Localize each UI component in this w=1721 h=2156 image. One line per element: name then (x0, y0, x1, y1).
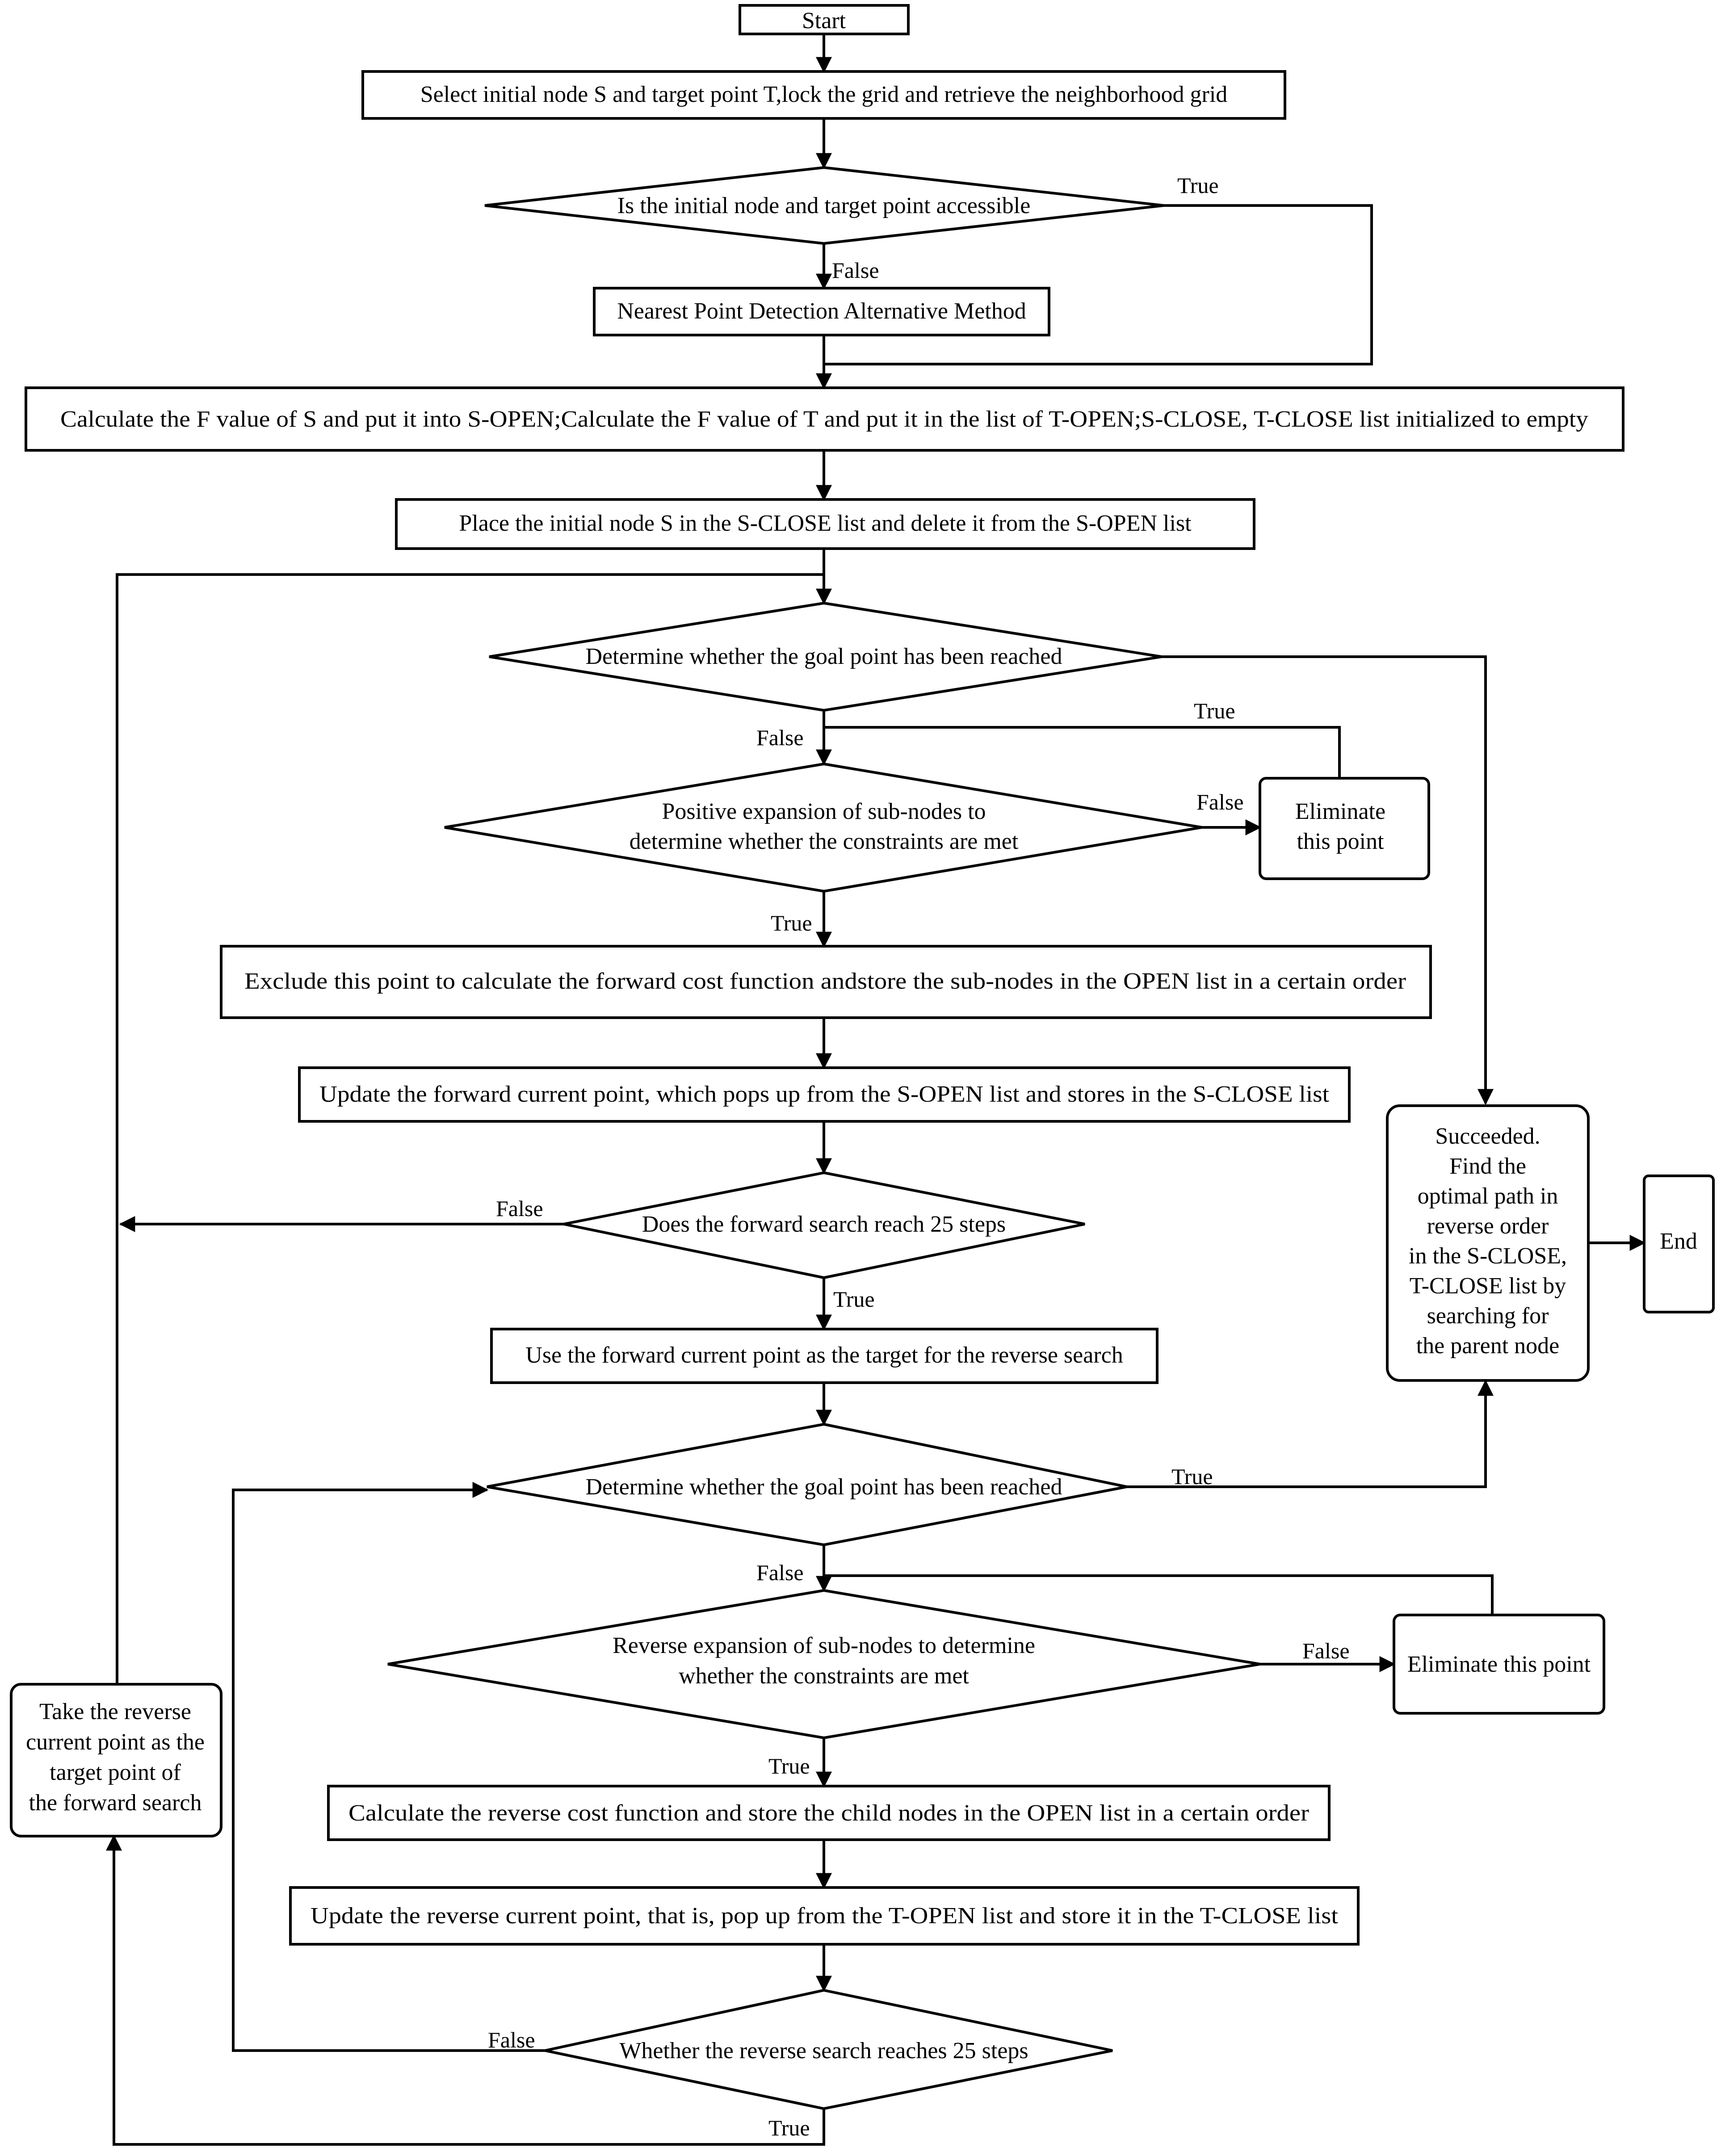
reverse-label-line2: whether the constraints are met (679, 1663, 969, 1689)
update-rev-label: Update the reverse current point, that i… (311, 1903, 1339, 1929)
edge-label-positive-true: True (771, 910, 812, 935)
shapes (10, 4, 1715, 2110)
edges (106, 34, 1646, 2146)
edge-label-goal2-false: False (756, 1560, 804, 1585)
nearest-label: Nearest Point Detection Alternative Meth… (617, 298, 1026, 324)
rev25-label: Whether the reverse search reaches 25 st… (619, 2038, 1028, 2064)
end-label: End (1660, 1229, 1697, 1254)
goal1-label: Determine whether the goal point has bee… (586, 644, 1062, 669)
edge-elim1-true (824, 726, 1341, 778)
rev25-diamond (545, 1988, 1113, 2110)
edge-label-fwd25-true: True (833, 1287, 875, 1312)
edge-label-goal2-true: True (1171, 1464, 1213, 1489)
edge-label-accessible-false: False (832, 258, 879, 283)
select-label: Select initial node S and target point T… (420, 82, 1228, 107)
positive-label-line1: Positive expansion of sub-nodes to (662, 799, 986, 824)
calc-f-label: Calculate the F value of S and put it in… (60, 407, 1588, 432)
exclude-box (220, 945, 1432, 1019)
elim1-label-line1: Eliminate (1295, 799, 1385, 824)
start-box (739, 4, 910, 35)
edge-label-rev25-false: False (488, 2027, 535, 2052)
succeeded-line: Succeeded. (1435, 1124, 1540, 1149)
edge-labels: True False False True False True False T… (488, 173, 1350, 2140)
place-s-label: Place the initial node S in the S-CLOSE … (459, 511, 1192, 536)
succeeded-box (1386, 1104, 1590, 1382)
take-rev-label: Take the reverse current point as the ta… (26, 1699, 205, 1816)
edge-goal2-true (1127, 1380, 1494, 1488)
succeeded-line: T-CLOSE list by (1410, 1273, 1566, 1299)
edge-label-positive-false-top: False (756, 725, 804, 750)
positive-diamond (444, 762, 1202, 893)
edge-label-rev25-true: True (768, 2115, 810, 2140)
succeeded-line: the parent node (1416, 1333, 1560, 1359)
succeeded-line: Find the (1449, 1154, 1526, 1179)
reverse-label-line1: Reverse expansion of sub-nodes to determ… (613, 1633, 1035, 1658)
fwd25-diamond (563, 1171, 1085, 1279)
succeeded-line: searching for (1427, 1303, 1549, 1329)
node-labels: Start Select initial node S and target p… (26, 8, 1697, 2064)
end-box (1643, 1174, 1715, 1313)
take-rev-box (10, 1683, 222, 1837)
take-rev-line: Take the reverse (39, 1699, 191, 1724)
fwd25-label: Does the forward search reach 25 steps (642, 1212, 1006, 1237)
succeeded-line: optimal path in (1418, 1183, 1558, 1209)
edge-elim2-loop (824, 1574, 1494, 1615)
calc-rev-box (327, 1785, 1331, 1841)
goal2-diamond (487, 1422, 1127, 1547)
elim1-label-line2: this point (1297, 829, 1384, 854)
goal1-diamond (489, 601, 1162, 712)
edge-label-reverse-false: False (1302, 1638, 1350, 1663)
take-rev-line: current point as the (26, 1729, 205, 1755)
elim2-label: Eliminate this point (1407, 1652, 1591, 1677)
take-rev-line: target point of (50, 1760, 181, 1785)
positive-label-line2: determine whether the constraints are me… (630, 829, 1019, 854)
accessible-label: Is the initial node and target point acc… (617, 193, 1031, 218)
edge-rev25-false (232, 1482, 545, 2052)
calc-rev-label: Calculate the reverse cost function and … (348, 1800, 1309, 1826)
elim2-box (1393, 1614, 1605, 1715)
use-fwd-label: Use the forward current point as the tar… (525, 1342, 1123, 1368)
edge-label-positive-false: False (1196, 789, 1244, 814)
elim1-box (1259, 777, 1430, 880)
calc-f-box (25, 386, 1624, 452)
edge-goal1-true (1162, 655, 1494, 1105)
accessible-diamond (484, 166, 1164, 245)
goal2-label: Determine whether the goal point has bee… (586, 1474, 1062, 1500)
start-label: Start (802, 8, 846, 34)
use-fwd-box (490, 1328, 1159, 1384)
update-fwd-box (298, 1066, 1351, 1123)
exclude-label: Exclude this point to calculate the forw… (244, 969, 1406, 994)
edge-label-reverse-true: True (768, 1753, 810, 1778)
edge-label-fwd25-false: False (496, 1196, 543, 1221)
edge-accessible-true (824, 204, 1373, 365)
succeeded-line: reverse order (1427, 1213, 1549, 1239)
succeeded-label: Succeeded. Find the optimal path in reve… (1409, 1124, 1567, 1359)
edge-rev25-true (106, 1834, 825, 2146)
edge-label-accessible-true: True (1177, 173, 1219, 198)
reverse-diamond (387, 1589, 1260, 1740)
edge-takerev-loop-back (116, 573, 824, 1684)
edge-label-elim1-true: True (1194, 698, 1235, 723)
update-fwd-label: Update the forward current point, which … (319, 1082, 1330, 1107)
take-rev-line: the forward search (29, 1790, 202, 1816)
place-s-box (395, 498, 1255, 550)
succeeded-line: in the S-CLOSE, (1409, 1243, 1567, 1269)
update-rev-box (289, 1886, 1360, 1946)
select-box (361, 70, 1286, 120)
nearest-box (593, 287, 1050, 336)
